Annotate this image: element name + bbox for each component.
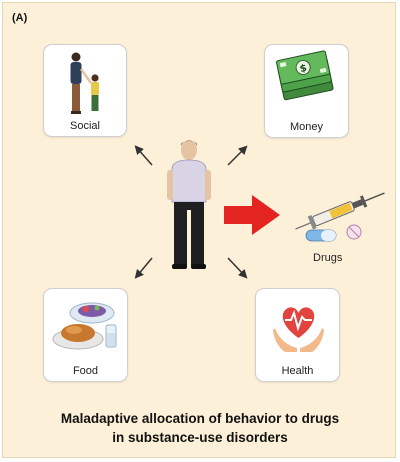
syringe-pills-icon [295,192,385,242]
person-icon [167,140,211,269]
figure-caption: Maladaptive allocation of behavior to dr… [0,409,400,447]
social-card: Social [43,44,127,137]
caption-line-1: Maladaptive allocation of behavior to dr… [60,411,340,426]
arrow-to-health [227,257,248,279]
health-card: Health [255,288,340,382]
food-plates-icon [52,302,117,350]
panel-tag: (A) [12,12,28,24]
health-label: Health [281,365,314,377]
money-bills-icon: $ [276,50,334,101]
parent-child-icon [70,52,99,114]
social-label: Social [70,120,100,132]
arrow-to-money [227,145,248,166]
drugs-label: Drugs [313,252,343,264]
money-label: Money [289,121,324,133]
food-card: Food [43,288,128,382]
arrow-to-food [134,257,153,279]
money-card: $ Money [264,44,349,138]
food-label: Food [72,365,99,377]
svg-text:$: $ [299,63,308,75]
arrow-to-drugs [224,195,280,235]
heart-hands-icon [273,307,324,352]
caption-line-2: in substance-use disorders [112,430,288,445]
arrow-to-social [134,145,153,166]
